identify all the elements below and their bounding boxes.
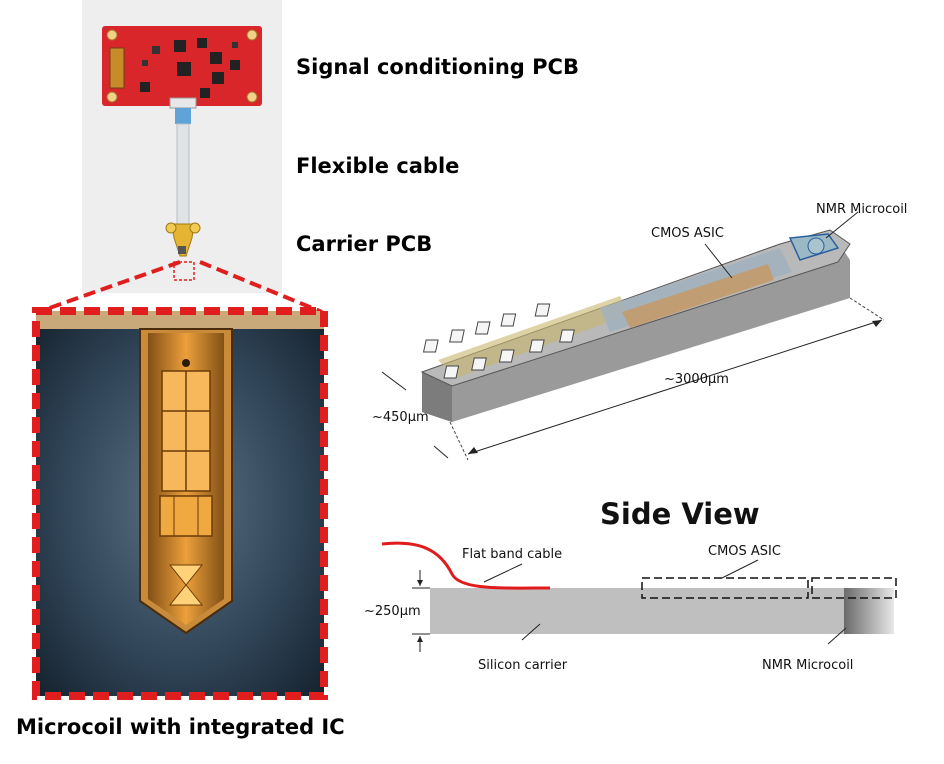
microcoil-dashed-box: [811, 577, 897, 599]
chip3d-label-microcoil: NMR Microcoil: [816, 202, 908, 217]
side-label-cmos: CMOS ASIC: [708, 544, 781, 559]
chip3d-label-length: ~3000μm: [664, 372, 729, 387]
microcoil-photo: [36, 311, 324, 696]
device-photo: [82, 0, 282, 293]
microcoil-photo-drawing: [36, 311, 324, 696]
side-view-title: Side View: [600, 497, 760, 531]
side-label-thickness: ~250μm: [364, 604, 421, 619]
caption-microcoil: Microcoil with integrated IC: [16, 715, 345, 739]
chip-3d-illustration: [381, 211, 885, 461]
side-view-diagram: [381, 541, 897, 652]
label-signal-pcb: Signal conditioning PCB: [296, 55, 579, 79]
chip3d-label-cmos: CMOS ASIC: [651, 226, 724, 241]
label-flexible-cable: Flexible cable: [296, 154, 460, 178]
silicon-carrier-bar: [430, 588, 844, 634]
flat-band-cable: [381, 541, 551, 590]
side-label-carrier: Silicon carrier: [478, 658, 568, 673]
cmos-dashed-box: [641, 577, 809, 599]
device-photo-drawing: [102, 26, 262, 281]
chip3d-label-width: ~450μm: [372, 410, 429, 425]
zoom-frame: [32, 307, 328, 700]
side-label-microcoil: NMR Microcoil: [762, 658, 854, 673]
side-label-cable: Flat band cable: [462, 547, 563, 562]
label-carrier-pcb: Carrier PCB: [296, 232, 433, 256]
microcoil-block: [844, 588, 894, 634]
